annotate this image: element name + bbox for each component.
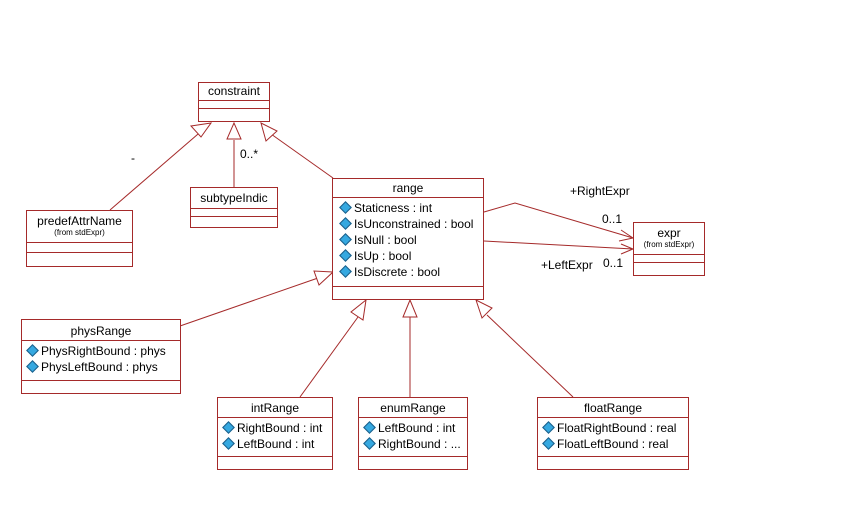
class-name: physRange [70,324,132,338]
attribute: LeftBound : int [222,436,332,452]
package-note: (from stdExpr) [54,228,105,237]
public-attribute-icon [339,249,352,262]
class-intrange[interactable]: intRange RightBound : int LeftBound : in… [217,397,333,470]
attribute-compartment [27,242,132,252]
attribute: IsUp : bool [339,248,483,264]
generalization-physrange-range [179,277,319,327]
inheritance-arrowhead [402,298,418,318]
attribute: IsUnconstrained : bool [339,216,483,232]
operation-compartment [27,252,132,253]
attribute-compartment: LeftBound : int RightBound : ... [359,417,467,455]
attribute-compartment: FloatRightBound : real FloatLeftBound : … [538,417,688,455]
multiplicity-label: 0..1 [602,212,623,226]
class-name: subtypeIndic [200,191,268,205]
class-subtypeindic[interactable]: subtypeIndic [190,187,278,228]
operation-compartment [634,262,704,263]
attribute: FloatRightBound : real [542,420,688,436]
attribute: Staticness : int [339,200,483,216]
public-attribute-icon [339,217,352,230]
public-attribute-icon [363,437,376,450]
inheritance-arrowhead [190,122,213,138]
operation-compartment [191,216,277,217]
public-attribute-icon [339,233,352,246]
operation-compartment [218,456,332,457]
inheritance-arrowhead [226,121,242,140]
class-name: range [392,181,424,195]
generalization-floatrange-range [486,314,574,398]
attribute-compartment [199,100,269,108]
attribute: RightBound : int [222,420,332,436]
inheritance-arrowhead [260,122,278,142]
public-attribute-icon [542,437,555,450]
inheritance-arrowhead [313,270,335,286]
public-attribute-icon [339,265,352,278]
class-name: floatRange [583,401,643,415]
class-range[interactable]: range Staticness : int IsUnconstrained :… [332,178,484,300]
attribute-compartment: Staticness : int IsUnconstrained : bool … [333,197,483,283]
package-note: (from stdExpr) [643,240,695,249]
operation-compartment [333,286,483,287]
attribute: RightBound : ... [363,436,467,452]
operation-compartment [359,456,467,457]
attribute: PhysLeftBound : phys [26,359,180,375]
class-name: intRange [250,401,300,415]
public-attribute-icon [26,344,39,357]
multiplicity-label: 0..1 [603,256,624,270]
class-name: constraint [207,84,261,98]
role-label-rightexpr: +RightExpr [570,184,630,198]
class-enumrange[interactable]: enumRange LeftBound : int RightBound : .… [358,397,468,470]
public-attribute-icon [542,421,555,434]
class-physrange[interactable]: physRange PhysRightBound : phys PhysLeft… [21,319,181,394]
attribute-compartment: RightBound : int LeftBound : int [218,417,332,455]
association-leftexpr [483,240,634,250]
multiplicity-label: 0..* [240,147,259,161]
attribute-compartment [191,208,277,216]
role-label-leftexpr: +LeftExpr [541,258,593,272]
public-attribute-icon [26,360,39,373]
class-constraint[interactable]: constraint [198,82,270,122]
attribute-compartment [634,254,704,262]
operation-compartment [538,456,688,457]
public-attribute-icon [222,421,235,434]
class-name: enumRange [380,401,446,415]
inheritance-arrowhead [350,298,367,321]
attribute: LeftBound : int [363,420,467,436]
operation-compartment [199,108,269,109]
generalization-range-constraint [270,133,334,179]
class-expr[interactable]: expr (from stdExpr) [633,222,705,276]
public-attribute-icon [363,421,376,434]
inheritance-arrowhead [475,299,493,319]
attribute: PhysRightBound : phys [26,343,180,359]
class-name: expr [657,226,681,240]
public-attribute-icon [222,437,235,450]
generalization-intrange-range [299,316,359,398]
attribute-compartment: PhysRightBound : phys PhysLeftBound : ph… [22,340,180,378]
attribute: IsDiscrete : bool [339,264,483,280]
attribute: IsNull : bool [339,232,483,248]
class-name: predefAttrName [37,214,122,228]
association-rightexpr [483,202,634,239]
class-predefattrname[interactable]: predefAttrName (from stdExpr) [26,210,133,267]
class-floatrange[interactable]: floatRange FloatRightBound : real FloatL… [537,397,689,470]
stray-mark: - [131,151,135,165]
operation-compartment [22,380,180,381]
generalization-predefattrname-constraint [109,127,206,211]
public-attribute-icon [339,201,352,214]
attribute: FloatLeftBound : real [542,436,688,452]
